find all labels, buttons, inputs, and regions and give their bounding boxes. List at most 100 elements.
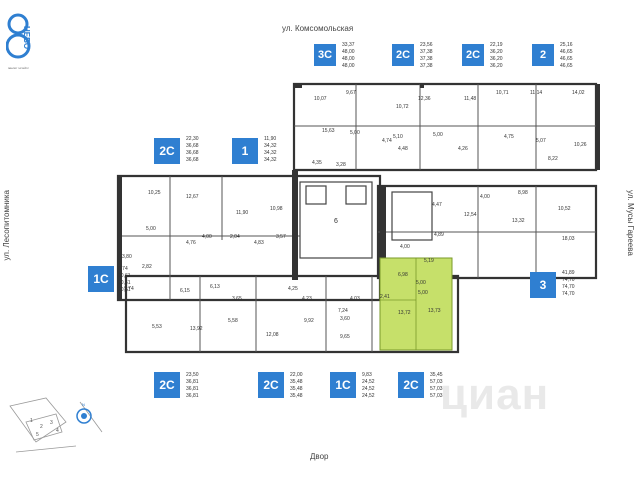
room-area: 4,00 [202,234,212,240]
room-area: 15,63 [322,128,335,134]
room-area: 11,48 [464,96,477,102]
room-area: 14,02 [572,90,585,96]
room-area: 4,26 [458,146,468,152]
minimap-label: 3 [50,420,53,426]
watermark: циан [440,370,550,419]
apartment-type-badge: 1 [232,138,258,164]
apartment-type-badge: 2С [462,44,484,66]
room-area: 12,54 [464,212,477,218]
brand-name: НЕБО [22,26,31,50]
room-area: 4,00 [480,194,490,200]
room-area: 7,24 [338,308,348,314]
room-area: 4,47 [432,202,442,208]
room-area: 3,28 [336,162,346,168]
room-area: 5,19 [424,258,434,264]
room-area: 4,89 [434,232,444,238]
room-area: 4,83 [254,240,264,246]
room-area: 8,98 [518,190,528,196]
apartment-type-badge: 1С [330,372,356,398]
minimap-label: 2 [40,424,43,430]
room-area: 5,53 [152,324,162,330]
room-area: 13,32 [512,218,525,224]
apartment-type-badge: 1С [88,266,114,292]
apartment-type-badge: 2С [398,372,424,398]
brand-logo-icon [6,13,31,59]
room-area: 3,60 [340,316,350,322]
room-area: 10,07 [314,96,327,102]
apartment-type-badge: 3С [314,44,336,66]
street-bottom: Двор [310,452,329,461]
apartment-type-badge: 2 [532,44,554,66]
room-area: 8,22 [548,156,558,162]
minimap-label: 4 [56,428,59,434]
site-minimap: 1 2 3 4 5 N [9,397,103,453]
room-area: 5,00 [350,130,360,136]
room-area: 10,26 [574,142,587,148]
room-area: 12,36 [418,96,431,102]
room-area: 4,74 [382,138,392,144]
room-area: 11,14 [530,90,543,96]
room-area: 5,00 [418,290,428,296]
apartment-type-badge: 2С [154,372,180,398]
room-area: 12,08 [266,332,279,338]
room-area: 5,00 [416,280,426,286]
room-area: 3,65 [232,296,242,302]
room-area: 4,35 [312,160,322,166]
brand-tagline: эвелит эстейтс [8,66,29,70]
apartment-type-badge: 2С [258,372,284,398]
room-area: 6 [334,218,338,225]
room-area: 5,00 [146,226,156,232]
room-area: 4,76 [186,240,196,246]
room-area: 10,98 [270,206,283,212]
compass-label: N [82,402,85,407]
room-area: 9,74 [124,286,134,292]
room-area: 4,75 [504,134,514,140]
room-area: 4,23 [302,296,312,302]
room-area: 4,03 [350,296,360,302]
room-area: 10,71 [496,90,509,96]
room-area: 13,73 [428,308,441,314]
apartment-type-badge: 3 [530,272,556,298]
street-left: ул. Лесопитомника [2,190,11,261]
room-area: 13,72 [398,310,411,316]
room-area: 11,90 [236,210,249,216]
street-right: ул. Мусы Гареева [626,190,635,256]
room-area: 5,10 [393,134,403,140]
room-area: 13,92 [190,326,203,332]
room-area: 4,00 [400,244,410,250]
compass-icon [76,408,92,424]
room-area: 2,82 [142,264,152,270]
minimap-label: 1 [30,418,33,424]
room-area: 5,07 [536,138,546,144]
minimap-label: 5 [36,432,39,438]
room-area: 18,03 [562,236,575,242]
room-area: 12,67 [186,194,199,200]
apartment-type-badge: 2С [154,138,180,164]
room-area: 2,41 [380,294,390,300]
room-area: 3,57 [276,234,286,240]
room-area: 2,04 [230,234,240,240]
room-area: 6,13 [210,284,220,290]
room-area: 10,72 [396,104,409,110]
room-area: 9,67 [346,90,356,96]
room-area: 9,65 [340,334,350,340]
room-area: 4,25 [288,286,298,292]
apartment-type-badge: 2С [392,44,414,66]
room-area: 5,00 [433,132,443,138]
room-area: 4,48 [398,146,408,152]
street-top: ул. Комсомольская [282,24,354,33]
room-area: 9,92 [304,318,314,324]
